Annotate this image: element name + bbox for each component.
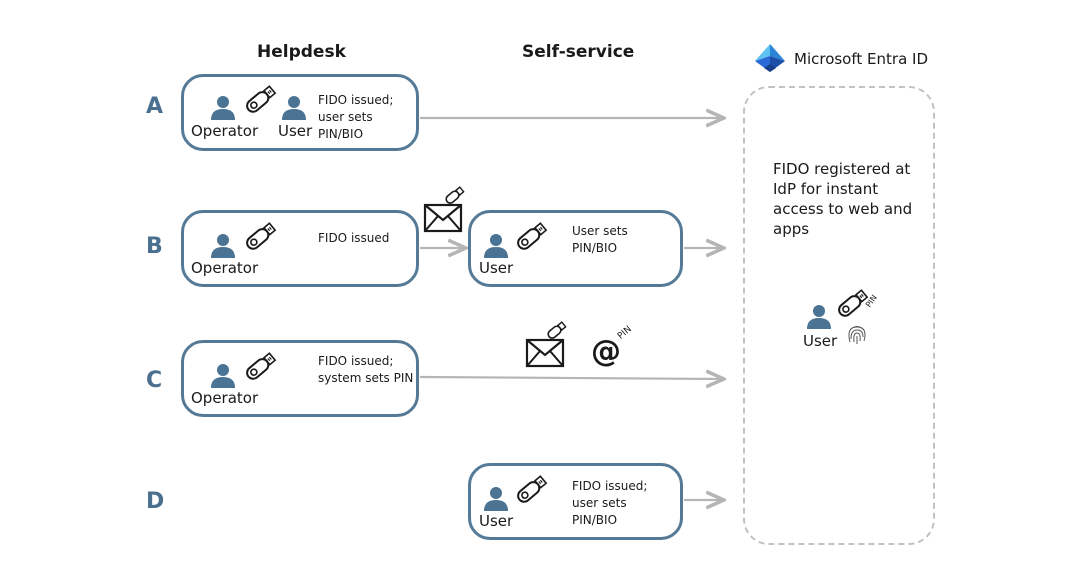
operator-label: Operator	[191, 122, 259, 140]
arrow-row-c	[419, 377, 724, 379]
envelope-key-icon	[525, 321, 567, 368]
operator-label: Operator	[191, 389, 259, 407]
row-d-self-service-box: User FIDO issued; user sets PIN/BIO	[468, 463, 683, 540]
fido-key-icon	[838, 289, 869, 317]
row-letter-b: B	[146, 234, 163, 259]
row-a-helpdesk-text: FIDO issued; user sets PIN/BIO	[318, 93, 394, 141]
user-label: User	[278, 122, 313, 140]
helpdesk-header: Helpdesk	[257, 42, 346, 62]
fido-key-icon	[517, 475, 548, 503]
entra-logo-icon	[752, 42, 788, 76]
row-letter-c: C	[146, 368, 163, 393]
row-d-self-service-text: FIDO issued; user sets PIN/BIO	[572, 479, 648, 527]
user-icon	[807, 305, 831, 329]
operator-icon	[211, 364, 235, 388]
user-label: User	[479, 512, 514, 530]
operator-icon	[211, 234, 235, 258]
envelope-key-icon	[423, 186, 465, 233]
row-b-helpdesk-box: Operator FIDO issued	[181, 210, 419, 287]
row-b-self-service-text: User sets PIN/BIO	[572, 224, 628, 255]
fido-key-icon	[246, 85, 277, 113]
operator-label: Operator	[191, 259, 259, 277]
user-icon	[282, 96, 306, 120]
row-b-self-service-box: User User sets PIN/BIO	[468, 210, 683, 287]
row-b-helpdesk-text: FIDO issued	[318, 231, 390, 245]
row-c-helpdesk-text: FIDO issued; system sets PIN	[318, 354, 414, 385]
email-at-icon: @	[591, 334, 621, 369]
entra-title: Microsoft Entra ID	[794, 50, 928, 68]
row-a-helpdesk-box: Operator User FIDO issued; user sets PIN…	[181, 74, 419, 151]
user-icon	[484, 234, 508, 258]
fido-key-icon	[246, 222, 277, 250]
fingerprint-icon	[848, 326, 866, 344]
user-label: User	[479, 259, 514, 277]
row-letter-d: D	[146, 489, 165, 514]
fido-key-icon	[517, 222, 548, 250]
operator-icon	[211, 96, 235, 120]
self-service-header: Self-service	[522, 42, 635, 62]
idp-user-label: User	[803, 332, 838, 350]
row-letter-a: A	[146, 94, 164, 119]
fido-key-icon	[246, 352, 277, 380]
idp-description: FIDO registered at IdP for instant acces…	[773, 160, 913, 238]
row-c-helpdesk-box: Operator FIDO issued; system sets PIN	[181, 340, 419, 417]
idp-container: FIDO registered at IdP for instant acces…	[743, 86, 935, 545]
user-icon	[484, 487, 508, 511]
